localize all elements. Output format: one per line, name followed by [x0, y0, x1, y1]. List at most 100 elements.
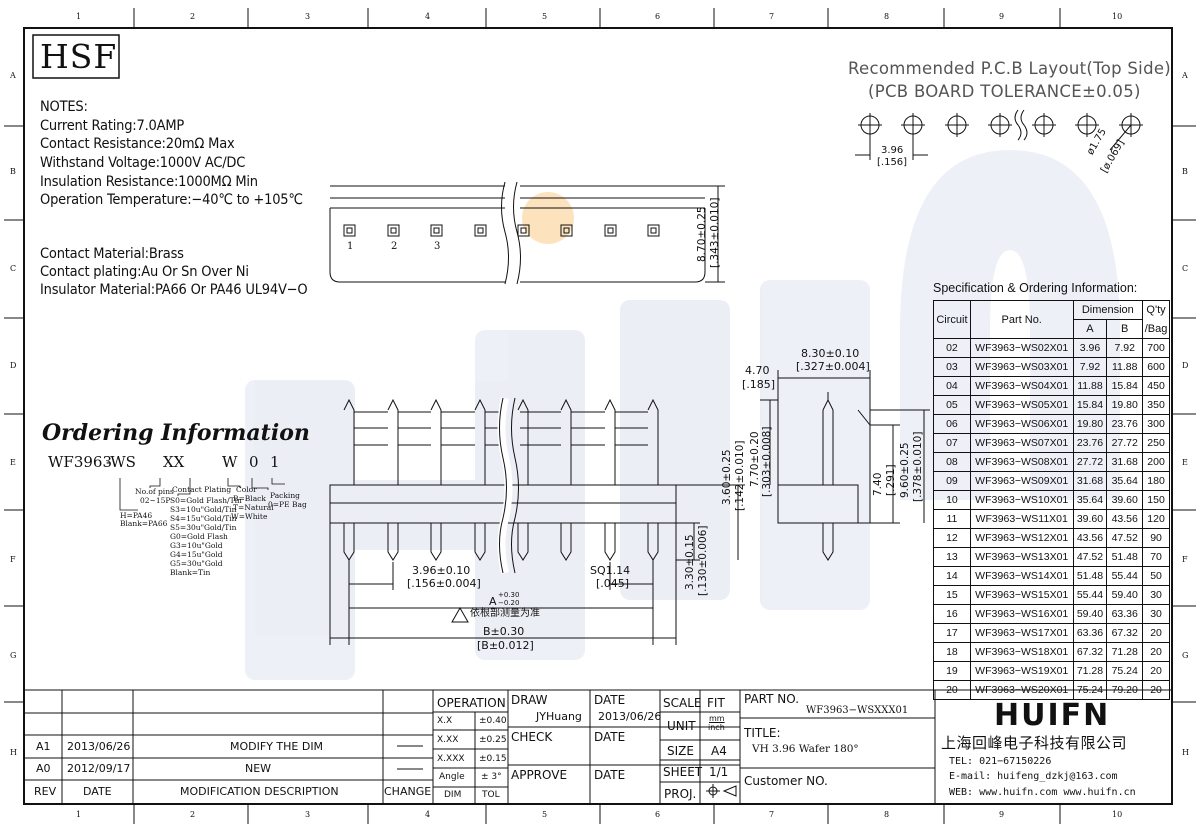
- spec-cell-qty: 30: [1142, 585, 1170, 605]
- top-height-dim: 8.70±0.25: [696, 206, 708, 262]
- spec-cell-qty: 180: [1142, 471, 1170, 491]
- spec-cell-qty: 350: [1142, 395, 1170, 415]
- spec-cell-b: 75.24: [1106, 661, 1144, 681]
- spec-cell-a: 59.40: [1072, 604, 1108, 624]
- grid-col-6: 6: [655, 12, 661, 21]
- tol-angle-label: Angle: [439, 772, 465, 782]
- spec-cell-circuit: 20: [933, 680, 971, 700]
- grid-col-2-bottom: 2: [190, 810, 196, 819]
- drawer-name: JYHuang: [536, 710, 582, 723]
- spec-cell-a: 11.88: [1072, 376, 1108, 396]
- grid-col-4: 4: [425, 12, 431, 21]
- title-block-grid: [24, 689, 1172, 804]
- spec-cell-circuit: 12: [933, 528, 971, 548]
- spec-cell-b: 23.76: [1106, 414, 1144, 434]
- grid-row-d-right: D: [1182, 361, 1189, 370]
- sheet-label: SHEET: [663, 765, 703, 779]
- spec-cell-qty: 70: [1142, 547, 1170, 567]
- spec-cell-a: 67.32: [1072, 642, 1108, 662]
- unit-mm: mm: [709, 714, 725, 723]
- grid-row-b: B: [10, 167, 16, 176]
- ordering-code-prefix: WF3963: [48, 453, 112, 471]
- unit-inch: inch: [708, 723, 725, 732]
- change-header: CHANGE: [384, 785, 432, 798]
- grid-row-e: E: [10, 458, 16, 467]
- side-w1-dim-inch: [.327±0.004]: [796, 360, 870, 373]
- spec-cell-part: WF3963−WS19X01: [969, 661, 1074, 681]
- pcb-pitch: 3.96: [881, 145, 904, 156]
- spec-cell-circuit: 13: [933, 547, 971, 567]
- company-logo: HUIFN: [994, 698, 1111, 733]
- spec-cell-b: 31.68: [1106, 452, 1144, 472]
- draw-date: 2013/06/26: [598, 710, 662, 723]
- spec-cell-part: WF3963−WS16X01: [969, 604, 1074, 624]
- spec-cell-b: 15.84: [1106, 376, 1144, 396]
- front-pitch-dim: 3.96±0.10: [412, 564, 471, 577]
- part-no-label: PART NO.: [744, 692, 800, 706]
- spec-cell-part: WF3963−WS18X01: [969, 642, 1074, 662]
- spec-header-circuit: Circuit: [933, 300, 971, 339]
- company-tel: TEL: 021−67150226: [949, 756, 1052, 767]
- zone-ticks: [4, 8, 1196, 824]
- grid-row-h-right: H: [1182, 748, 1189, 757]
- spec-header-part: Part No.: [969, 300, 1074, 339]
- pin-label-1: 1: [347, 241, 354, 252]
- pcb-pitch-inch: [.156]: [877, 157, 908, 168]
- grid-col-1-bottom: 1: [76, 810, 82, 819]
- size-label: SIZE: [667, 744, 694, 758]
- grid-col-2: 2: [190, 12, 196, 21]
- front-pitch-dim-inch: [.156±0.004]: [407, 577, 481, 590]
- spec-cell-b: 43.56: [1106, 509, 1144, 529]
- pin-label-2: 2: [391, 241, 398, 252]
- grid-row-h: H: [10, 748, 17, 757]
- spec-cell-part: WF3963−WS20X01: [969, 680, 1074, 700]
- customer-label: Customer NO.: [744, 774, 828, 788]
- spec-cell-qty: 30: [1142, 604, 1170, 624]
- title-value: VH 3.96 Wafer 180°: [752, 743, 859, 755]
- spec-cell-b: 39.60: [1106, 490, 1144, 510]
- material-line: Contact Material:Brass: [40, 246, 184, 262]
- spec-cell-qty: 250: [1142, 433, 1170, 453]
- ordering-color-b: B=Black: [233, 494, 266, 503]
- sheet-border: [23, 27, 1173, 805]
- spec-cell-qty: 20: [1142, 680, 1170, 700]
- side-view: [760, 370, 930, 561]
- note-line: Contact Resistance:20mΩ Max: [40, 136, 235, 152]
- spec-header-dimension: Dimension: [1072, 300, 1144, 320]
- spec-cell-circuit: 18: [933, 642, 971, 662]
- spec-cell-a: 75.24: [1072, 680, 1108, 700]
- side-h2-dim: 7.40: [872, 472, 884, 496]
- ordering-code-xx: XX: [163, 453, 185, 471]
- spec-cell-a: 43.56: [1072, 528, 1108, 548]
- projection-icon: [706, 784, 737, 798]
- front-sq-dim-inch: [.045]: [596, 577, 630, 590]
- ordering-title: Ordering Information: [42, 420, 310, 446]
- title-label: TITLE:: [744, 726, 781, 740]
- ordering-plating-list: S0=Gold Flash/Tin S3=10u"Gold/Tin S4=15u…: [170, 496, 242, 577]
- note-line: Current Rating:7.0AMP: [40, 118, 185, 134]
- fit-label: FIT: [707, 696, 725, 710]
- company-email: E-mail: huifeng_dzkj@163.com: [949, 771, 1118, 782]
- front-note-cn: 依根部测量为准: [470, 608, 540, 619]
- side-h2-dim-inch: [.291]: [885, 464, 897, 496]
- spec-cell-part: WF3963−WS09X01: [969, 471, 1074, 491]
- grid-col-10-bottom: 10: [1112, 810, 1123, 819]
- spec-cell-a: 47.52: [1072, 547, 1108, 567]
- spec-cell-qty: 20: [1142, 642, 1170, 662]
- notes-heading: NOTES:: [40, 99, 88, 115]
- ordering-material-h: H=PA46: [120, 511, 153, 520]
- spec-header-qty: Q'ty: [1142, 300, 1170, 320]
- front-view: [329, 397, 745, 645]
- spec-cell-part: WF3963−WS13X01: [969, 547, 1074, 567]
- check-label: CHECK: [511, 730, 553, 744]
- spec-cell-a: 27.72: [1072, 452, 1108, 472]
